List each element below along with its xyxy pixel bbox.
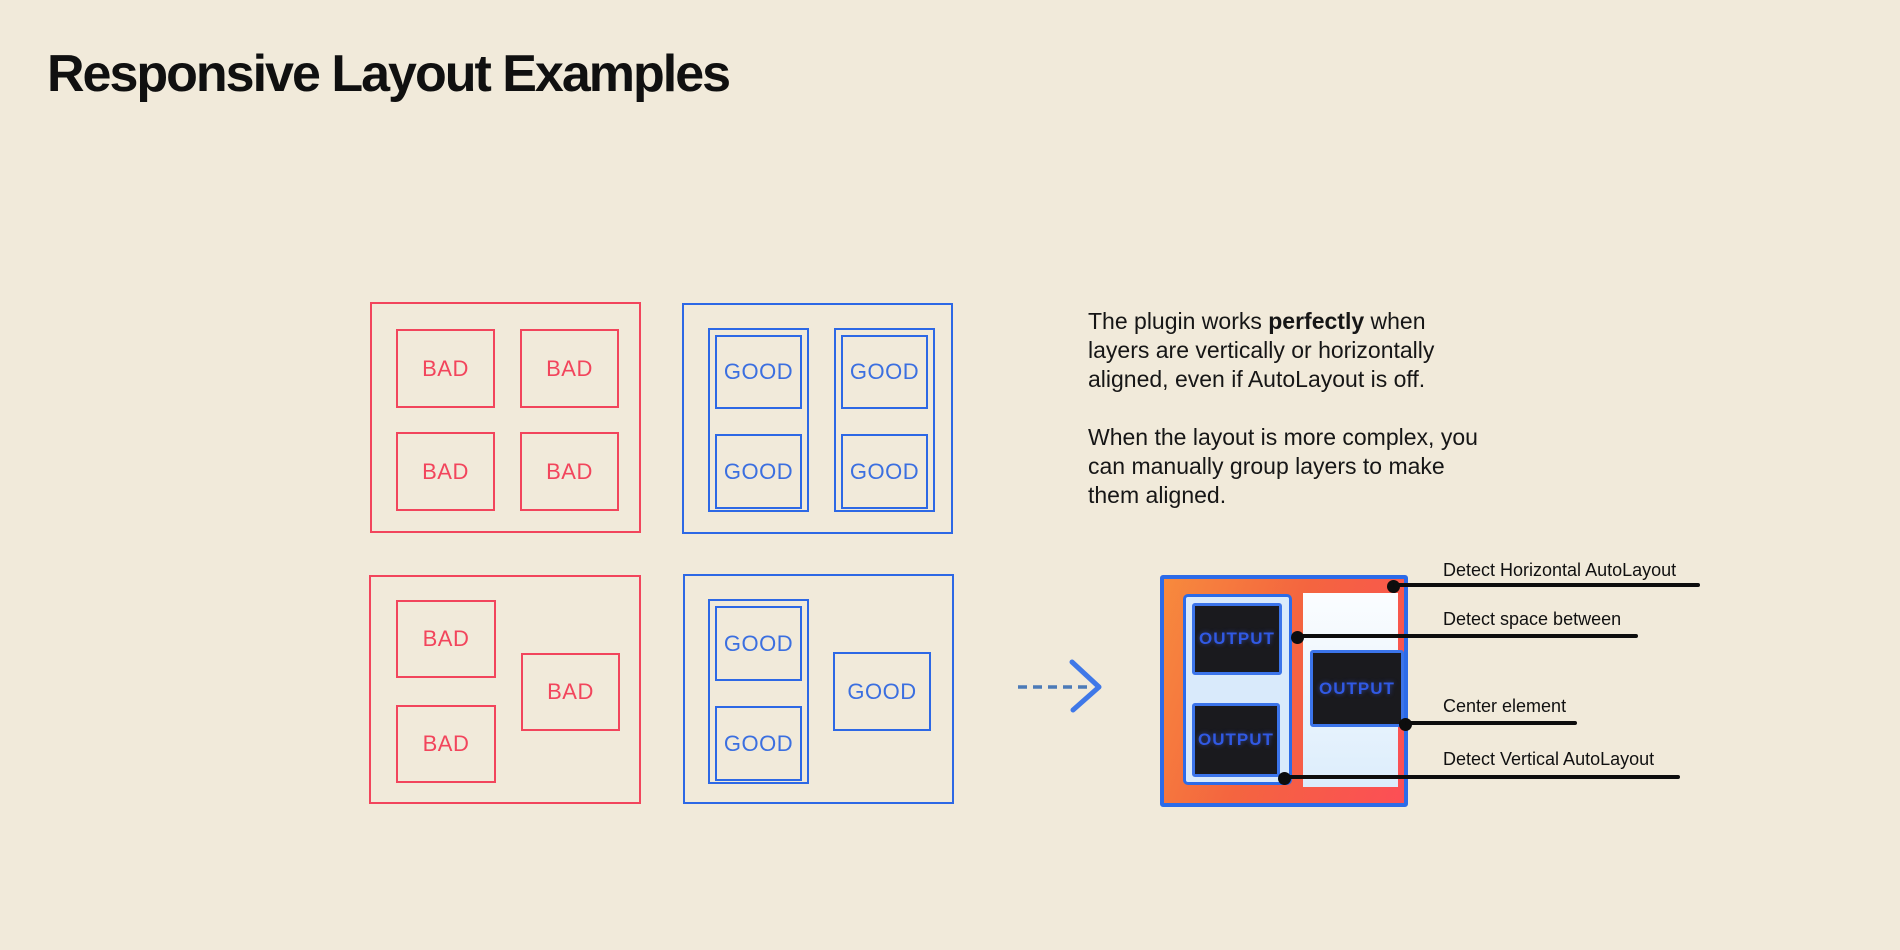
bad-grid-panel: BAD BAD BAD BAD	[370, 302, 641, 533]
bad-free-panel: BAD BAD BAD	[369, 575, 641, 804]
page-title: Responsive Layout Examples	[47, 45, 731, 103]
bad-box: BAD	[520, 432, 619, 511]
description-paragraph-1: The plugin works perfectly when layers a…	[1088, 308, 1435, 392]
annotation-line-horizontal-autolayout	[1393, 583, 1700, 587]
good-box: GOOD	[715, 434, 802, 509]
output-frame: OUTPUT OUTPUT OUTPUT	[1160, 575, 1408, 807]
bad-box: BAD	[396, 600, 496, 678]
output-box: OUTPUT	[1192, 703, 1280, 777]
good-box: GOOD	[715, 606, 802, 681]
bad-box: BAD	[396, 705, 496, 783]
description-text: The plugin works perfectly when layers a…	[1088, 307, 1528, 510]
annotation-line-vertical-autolayout	[1284, 775, 1680, 779]
bad-box: BAD	[396, 329, 495, 408]
output-box: OUTPUT	[1192, 603, 1282, 675]
annotation-label-space-between: Detect space between	[1443, 609, 1622, 629]
good-box: GOOD	[715, 335, 802, 409]
good-free-panel: GOOD GOOD GOOD	[683, 574, 954, 804]
description-paragraph-2: When the layout is more complex, you can…	[1088, 424, 1478, 508]
good-group: GOOD GOOD	[834, 328, 935, 512]
good-box: GOOD	[715, 706, 802, 781]
output-box-center: OUTPUT	[1310, 650, 1404, 727]
good-box: GOOD	[833, 652, 931, 731]
output-vertical-group: OUTPUT OUTPUT	[1183, 594, 1292, 785]
bad-box: BAD	[521, 653, 620, 731]
good-box: GOOD	[841, 335, 928, 409]
annotation-line-space-between	[1297, 634, 1638, 638]
good-group: GOOD GOOD	[708, 328, 809, 512]
annotation-line-center-element	[1405, 721, 1577, 725]
good-group: GOOD GOOD	[708, 599, 809, 784]
annotation-label-center-element: Center element	[1443, 696, 1567, 716]
good-box: GOOD	[841, 434, 928, 509]
bad-box: BAD	[396, 432, 495, 511]
good-grid-panel: GOOD GOOD GOOD GOOD	[682, 303, 953, 534]
annotation-label-horizontal-autolayout: Detect Horizontal AutoLayout	[1443, 560, 1677, 580]
annotation-label-vertical-autolayout: Detect Vertical AutoLayout	[1443, 749, 1655, 769]
bad-box: BAD	[520, 329, 619, 408]
transform-arrow-icon	[1008, 646, 1112, 731]
